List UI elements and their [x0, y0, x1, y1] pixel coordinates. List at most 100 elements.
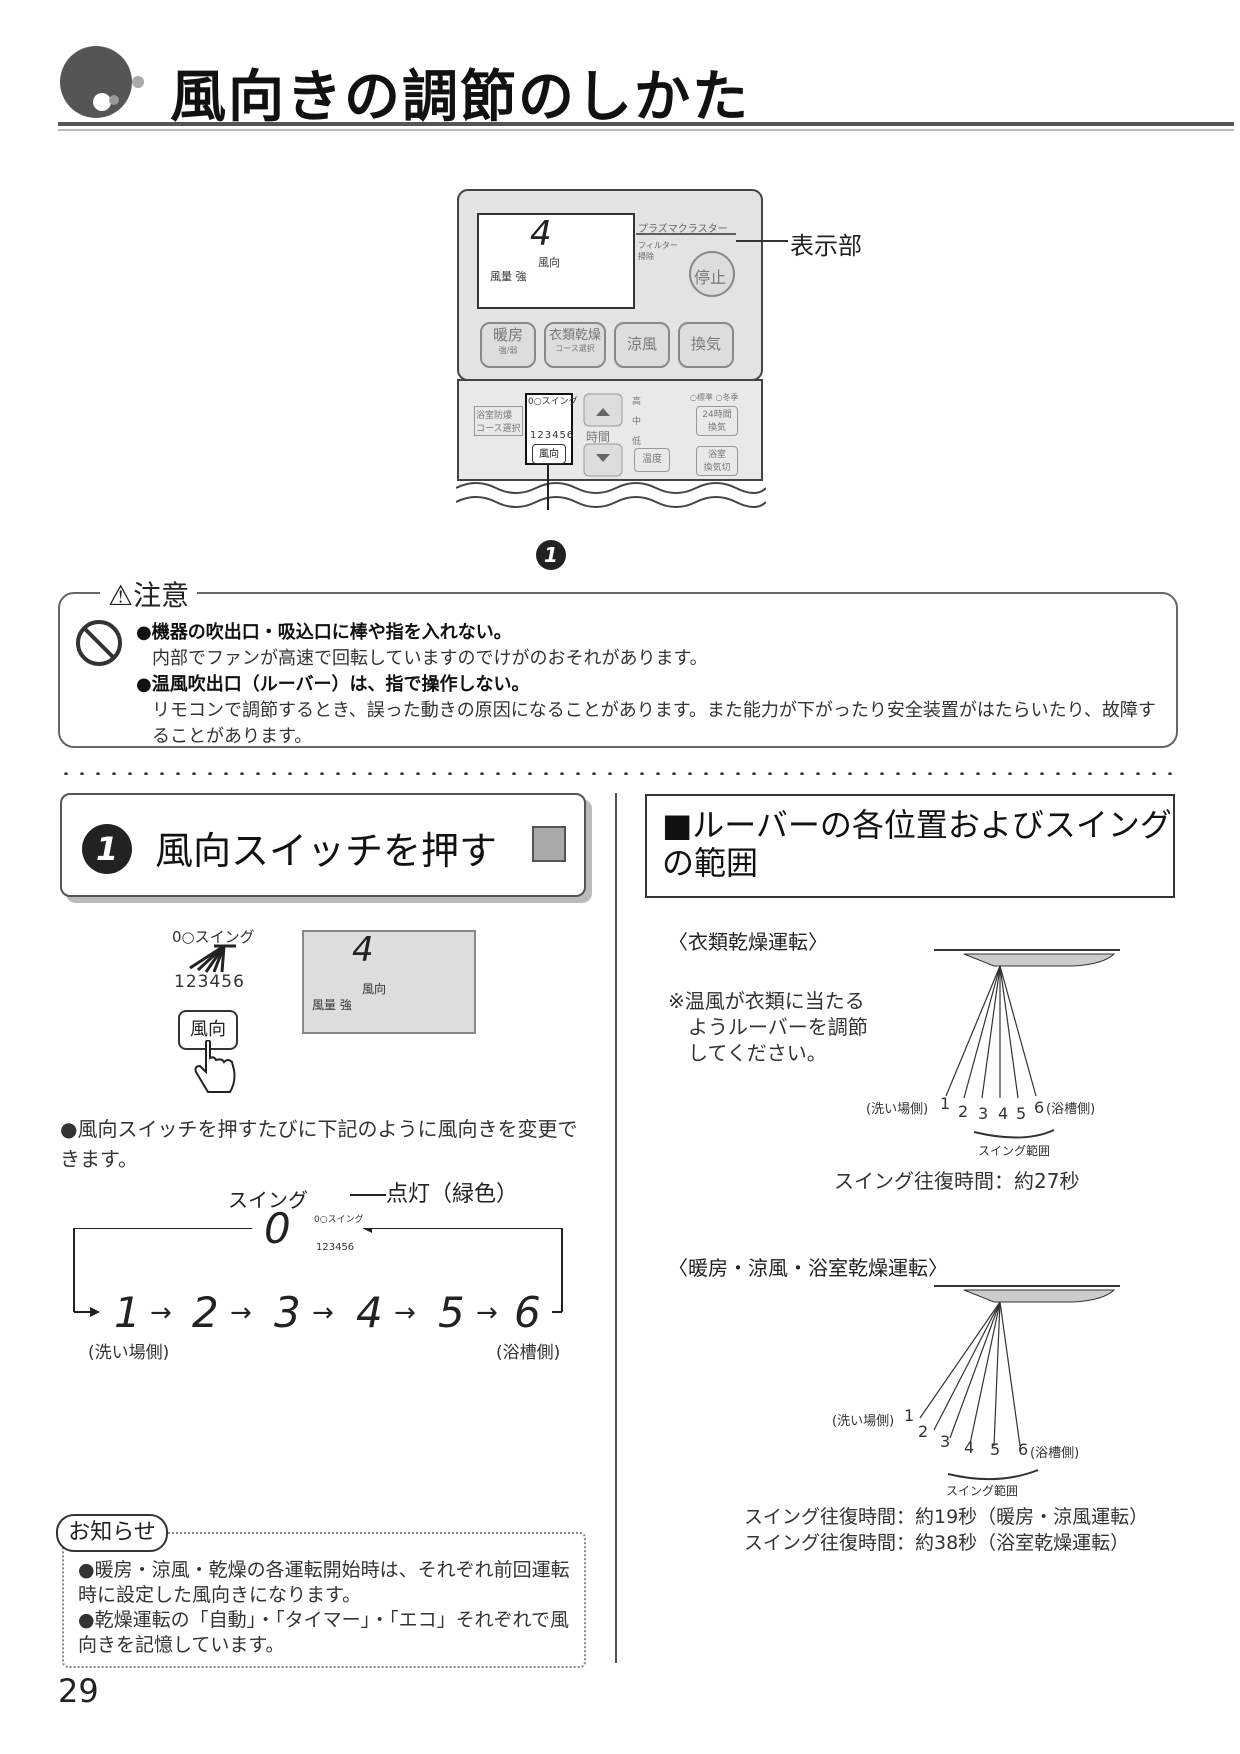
caution-box [58, 592, 1178, 748]
seq-swing: スイング [228, 1188, 308, 1212]
heat-num-5: 5 [990, 1440, 1001, 1459]
heat-swing-range: スイング範囲 [946, 1484, 1019, 1498]
heat-swing-time-1: スイング往復時間：約19秒（暖房・涼風運転） [744, 1506, 1149, 1528]
remote-time: 時間 [586, 430, 611, 444]
seq-arrow-1: → [150, 1298, 172, 1328]
step-title: 風向スイッチを押す [155, 829, 498, 873]
clothes-num-5: 5 [1016, 1104, 1027, 1123]
remote-controller: 4 風向 風量 強 プラズマクラスター フィルター 掃除 停止 暖房 強/弱 衣… [456, 188, 766, 510]
heat-heading: 〈暖房・涼風・浴室乾燥運転〉 [668, 1256, 948, 1280]
display-label: 表示部 [790, 232, 862, 260]
seq-3: 3 [274, 1288, 301, 1337]
remote-heat-button[interactable]: 暖房 強/弱 [480, 322, 536, 368]
step-swing-nums: 123456 [174, 972, 245, 992]
remote-fudo-button[interactable]: 風向 [532, 444, 566, 464]
seq-1: 1 [114, 1288, 141, 1337]
heat-num-4: 4 [964, 1438, 975, 1457]
caution-item-1-heading: ●機器の吹出口・吸込口に棒や指を入れない。 [136, 622, 512, 643]
heat-right-label: (浴槽側) [1030, 1446, 1080, 1461]
clothes-num-1: 1 [940, 1094, 951, 1113]
title-divider [58, 122, 1234, 126]
seq-zero: 0 [264, 1204, 291, 1253]
sequence-loop-lines [70, 1223, 570, 1328]
step-lcd-digit: 4 [352, 930, 374, 970]
remote-fudo: 風向 [538, 256, 560, 269]
clothes-swing-time: スイング往復時間：約27秒 [834, 1169, 1080, 1193]
clothes-num-4: 4 [998, 1104, 1009, 1123]
title-icon [58, 44, 146, 120]
page-number: 29 [58, 1672, 99, 1710]
heat-num-1: 1 [904, 1406, 915, 1425]
dotted-divider [58, 771, 1178, 775]
caution-list: ●機器の吹出口・吸込口に棒や指を入れない。 内部でファンが高速で回転していますの… [136, 618, 1156, 748]
step-number: 1 [82, 824, 132, 874]
clothes-right-label: (浴槽側) [1046, 1102, 1096, 1117]
seq-arrow-2: → [230, 1298, 252, 1328]
step-lcd-furyou: 風量 強 [312, 998, 352, 1012]
clothes-num-2: 2 [958, 1102, 969, 1121]
remote-filter: フィルター 掃除 [638, 241, 678, 261]
seq-6: 6 [514, 1288, 541, 1337]
step-lcd-fudo: 風向 [362, 982, 387, 996]
info-item-1: ●暖房・涼風・乾燥の各運転開始時は、それぞれ前回運転時に設定した風向きになります… [78, 1559, 570, 1606]
remote-bath-vent-button[interactable]: 浴室 換気切 [696, 446, 738, 476]
remote-digit: 4 [530, 214, 552, 254]
clothes-label: 衣類乾燥 [548, 328, 601, 343]
vent-label: 換気 [690, 335, 721, 353]
heat-sub: 強/弱 [498, 346, 518, 355]
remote-cool-button[interactable]: 涼風 [614, 322, 670, 368]
caution-title: ⚠注意 [100, 574, 198, 614]
remote-bath-mode[interactable]: 浴室防爆 コース選択 [474, 406, 523, 436]
caution-item-2-text: リモコンで調節するとき、誤った動きの原因になることがあります。また能力が下がった… [152, 700, 1156, 747]
seq-arrow-4: → [394, 1298, 416, 1328]
step-square-mark [532, 826, 566, 862]
display-pointer-line [736, 240, 788, 242]
step-header [60, 793, 586, 897]
clothes-num-6: 6 [1034, 1098, 1045, 1117]
remote-mode-labels: ○標準 ○冬季 [690, 393, 739, 402]
heat-swing-time-2: スイング往復時間：約38秒（浴室乾燥運転） [744, 1532, 1130, 1554]
seq-right-side: (浴槽側) [496, 1343, 561, 1363]
seq-light-leader [350, 1194, 386, 1196]
clothes-sub: コース選択 [555, 344, 595, 353]
remote-24h-button[interactable]: 24時間 換気 [696, 406, 738, 436]
heat-num-6: 6 [1018, 1440, 1029, 1459]
caution-item-2-heading: ●温風吹出口（ルーバー）は、指で操作しない。 [136, 674, 530, 695]
louver-diagram-heat [830, 1284, 1120, 1498]
seq-left-side: (洗い場側) [88, 1343, 170, 1363]
remote-temp-high: 高 [632, 397, 642, 407]
clothes-left-label: (洗い場側) [866, 1102, 929, 1117]
remote-temp-low: 低 [632, 437, 642, 447]
clothes-heading: 〈衣類乾燥運転〉 [668, 930, 828, 954]
seq-mini-swing-label: 0○スイング [314, 1215, 364, 1225]
range-title: ■ルーバーの各位置およびスイング の範囲 [662, 806, 1172, 882]
no-entry-icon [74, 618, 124, 672]
louver-diagram-clothes [860, 948, 1120, 1152]
info-item-2: ●乾燥運転の「自動」・「タイマー」・「エコ」それぞれで風向きを記憶しています。 [78, 1609, 570, 1656]
remote-stop-button[interactable]: 停止 [694, 268, 727, 287]
column-divider [615, 793, 617, 1663]
seq-light: 点灯（緑色） [386, 1182, 519, 1207]
remote-brand: プラズマクラスター [638, 224, 728, 235]
callout-1: 1 [536, 540, 566, 570]
title-divider-light [58, 129, 1234, 131]
heat-num-3: 3 [940, 1432, 951, 1451]
remote-temp-button[interactable]: 温度 [634, 448, 670, 472]
remote-vent-button[interactable]: 換気 [678, 322, 734, 368]
step-swing-label: 0○スイング [172, 928, 255, 946]
range-header-box [645, 794, 1175, 898]
seq-arrow-3: → [312, 1298, 334, 1328]
remote-temp-mid: 中 [632, 417, 642, 427]
heat-num-2: 2 [918, 1422, 929, 1441]
page-title: 風向きの調節のしかた [170, 65, 750, 130]
clothes-swing-range: スイング範囲 [978, 1144, 1051, 1158]
pointing-hand-icon [192, 1039, 240, 1104]
seq-4: 4 [356, 1288, 383, 1337]
swing-fan-icon [180, 944, 242, 978]
remote-swing-nums: 123456 [530, 430, 575, 441]
heat-left-label: (洗い場側) [832, 1414, 895, 1429]
remote-clothes-button[interactable]: 衣類乾燥 コース選択 [544, 322, 606, 368]
seq-5: 5 [438, 1288, 465, 1337]
seq-2: 2 [192, 1288, 219, 1337]
info-list: ●暖房・涼風・乾燥の各運転開始時は、それぞれ前回運転時に設定した風向きになります… [78, 1558, 572, 1658]
